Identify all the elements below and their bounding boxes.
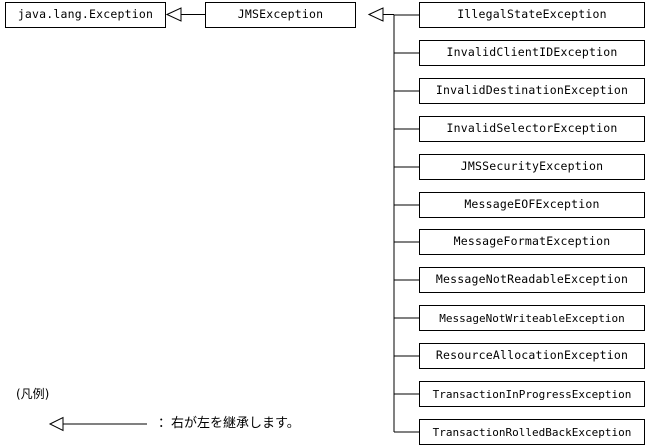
class-box-messageeofexception[interactable]: MessageEOFException (419, 192, 645, 218)
legend-title: (凡例) (16, 387, 50, 401)
class-box-invalidclientidexception[interactable]: InvalidClientIDException (419, 40, 645, 66)
class-box-jmsexception[interactable]: JMSException (205, 2, 356, 28)
class-box-jmssecurityexception[interactable]: JMSSecurityException (419, 154, 645, 180)
class-box-invalidselectorexception[interactable]: InvalidSelectorException (419, 116, 645, 142)
class-box-messageformatexception[interactable]: MessageFormatException (419, 229, 645, 255)
generalization-arrow-root (165, 7, 205, 22)
class-box-invaliddestinationexception[interactable]: InvalidDestinationException (419, 78, 645, 104)
legend-description: ：右が左を継承します。 (158, 416, 300, 431)
class-box-resourceallocationexception[interactable]: ResourceAllocationException (419, 343, 645, 369)
class-box-illegalstateexception[interactable]: IllegalStateException (419, 2, 645, 28)
legend-arrow (48, 416, 147, 432)
class-box-transactionrolledbackexception[interactable]: TransactionRolledBackException (419, 419, 645, 445)
class-box-transactioninprogressexception[interactable]: TransactionInProgressException (419, 381, 645, 407)
class-box-messagenotreadableexception[interactable]: MessageNotReadableException (419, 267, 645, 293)
subclass-trunk (393, 14, 419, 433)
class-box-messagenotwriteableexception[interactable]: MessageNotWriteableException (419, 305, 645, 331)
generalization-arrow-jms (367, 7, 394, 22)
class-box-java-lang-exception[interactable]: java.lang.Exception (5, 2, 166, 28)
